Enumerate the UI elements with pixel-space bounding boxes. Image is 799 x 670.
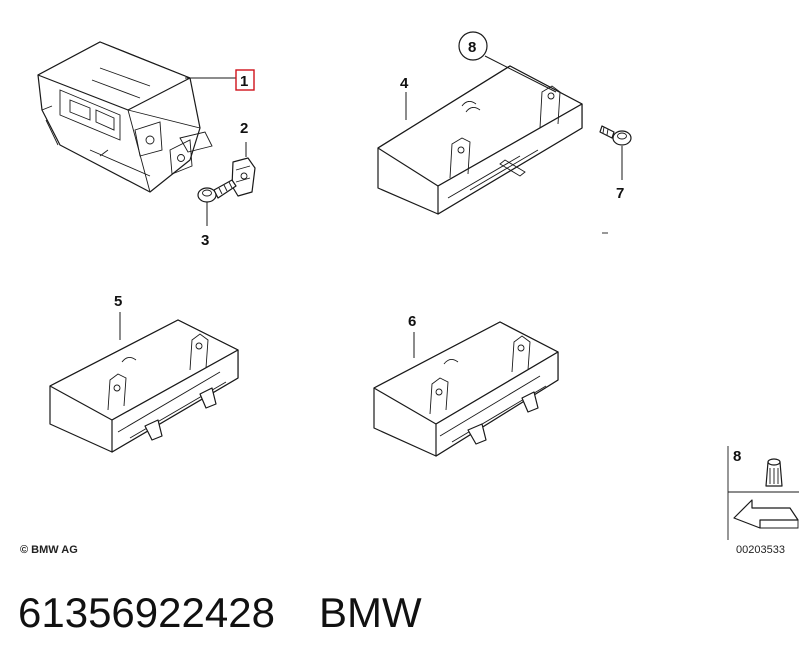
part-1-relay-bracket[interactable] [37, 41, 213, 193]
part-number: 61356922428 [18, 589, 275, 636]
brand-name: BMW [318, 589, 422, 636]
legend-index: 8 [733, 448, 741, 465]
part-5-relay-box[interactable] [49, 319, 239, 453]
arrow-icon [733, 499, 799, 529]
push-clip-icon [765, 458, 783, 487]
legend-panel: 8 00203533 [727, 446, 799, 556]
copyright: © BMW AG [20, 544, 78, 556]
part-caption: 61356922428 BMW [18, 583, 778, 653]
diagram-number: 00203533 [736, 544, 785, 556]
callout-1: 1 [240, 73, 248, 90]
callout-8: 8 [468, 39, 476, 56]
callout-2: 2 [240, 120, 248, 137]
callout-3: 3 [201, 232, 209, 249]
part-2-clip-nut[interactable] [231, 157, 256, 197]
part-3-screw[interactable] [197, 179, 237, 203]
callout-6: 6 [408, 313, 416, 330]
callout-4: 4 [400, 75, 409, 92]
parts-diagram: 1 2 3 4 8 7 [20, 31, 799, 556]
part-6-relay-box[interactable] [373, 321, 559, 457]
callout-1-highlight[interactable] [235, 69, 255, 91]
callout-8-ring[interactable] [458, 31, 488, 61]
leader-line-8 [484, 55, 557, 93]
part-7-screw[interactable] [599, 125, 632, 146]
callout-7: 7 [616, 185, 624, 202]
part-4-relay-box[interactable] [377, 65, 583, 215]
callout-5: 5 [114, 293, 122, 310]
